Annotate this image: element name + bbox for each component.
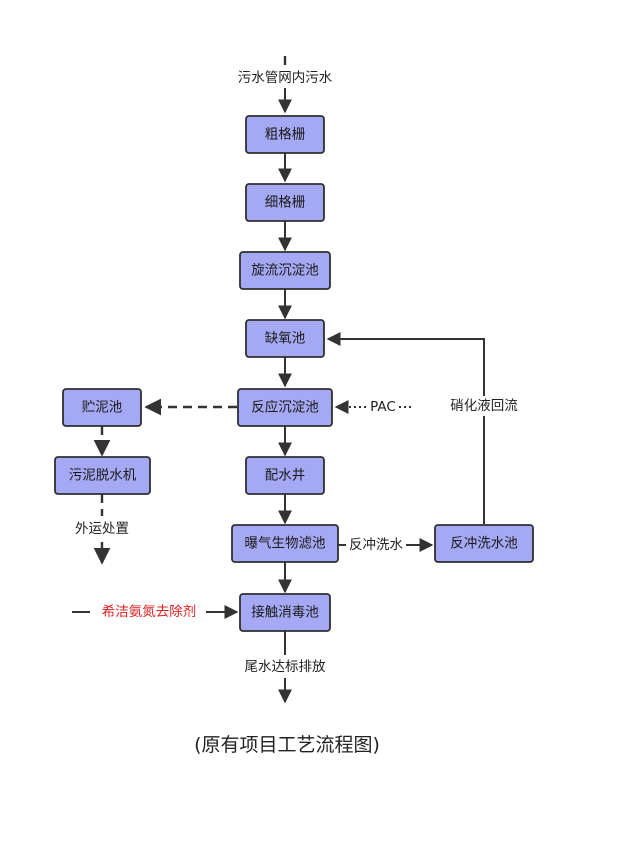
node-dewatering-label: 污泥脱水机	[69, 468, 137, 484]
node-reaction-settling: 反应沉淀池	[237, 388, 333, 427]
nitrate-label-bg	[447, 396, 521, 416]
pac-label: PAC	[370, 399, 396, 415]
node-anoxic-label: 缺氧池	[265, 331, 306, 347]
disposal-label: 外运处置	[75, 521, 129, 537]
node-baf: 曝气生物滤池	[231, 524, 339, 563]
node-backwash-tank-label: 反冲洗水池	[450, 536, 518, 552]
inflow-label: 污水管网内污水	[238, 70, 333, 86]
discharge-label: 尾水达标排放	[245, 659, 326, 675]
backwash-label: 反冲洗水	[349, 537, 403, 553]
node-sludge-tank: 贮泥池	[62, 388, 142, 427]
node-contact-disinfection: 接触消毒池	[239, 593, 331, 632]
node-distribution-well: 配水井	[245, 456, 325, 495]
node-fine-screen: 细格栅	[245, 183, 325, 222]
node-distribution-well-label: 配水井	[265, 468, 306, 484]
node-vortex-grit: 旋流沉淀池	[239, 251, 331, 290]
node-sludge-tank-label: 贮泥池	[82, 400, 123, 416]
nitrate-return-arrow	[326, 332, 485, 524]
node-baf-label: 曝气生物滤池	[245, 536, 326, 552]
node-coarse-screen-label: 粗格栅	[265, 127, 306, 143]
node-anoxic: 缺氧池	[245, 319, 325, 358]
node-backwash-tank: 反冲洗水池	[434, 524, 534, 563]
node-vortex-grit-label: 旋流沉淀池	[251, 263, 319, 279]
nitrate-return-label: 硝化液回流	[450, 398, 518, 414]
diagram-caption: (原有项目工艺流程图)	[194, 734, 380, 756]
node-reaction-settling-label: 反应沉淀池	[251, 399, 319, 416]
node-dewatering: 污泥脱水机	[54, 456, 151, 495]
ammonia-label: 希洁氨氮去除剂	[102, 604, 197, 620]
node-contact-disinfection-label: 接触消毒池	[251, 604, 319, 621]
node-fine-screen-label: 细格栅	[265, 195, 306, 211]
node-coarse-screen: 粗格栅	[245, 115, 325, 154]
